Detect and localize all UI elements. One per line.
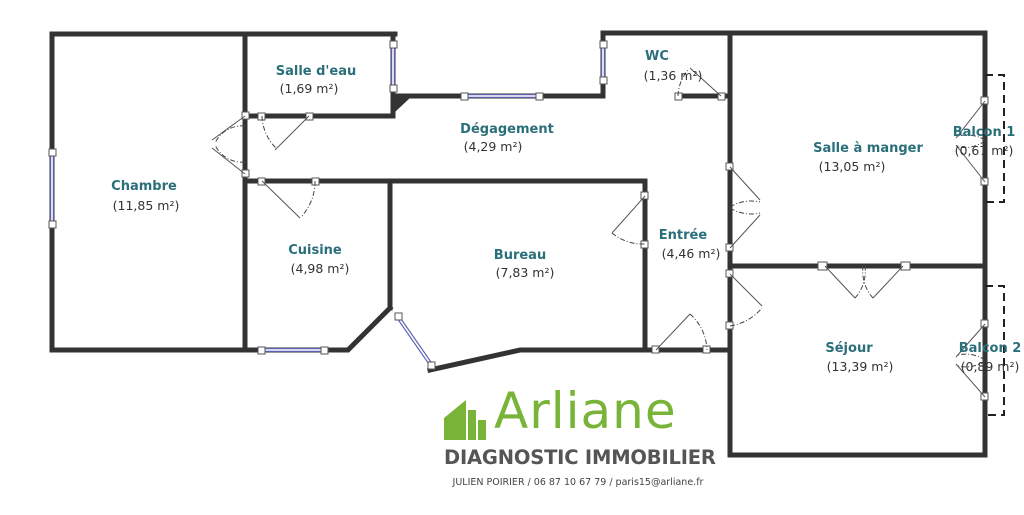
room-area-chambre: (11,85 m²)	[113, 198, 180, 213]
room-name-salle-eau: Salle d'eau	[276, 64, 357, 79]
room-name-salle-manger: Salle à manger	[813, 141, 923, 156]
brand-subtitle: DIAGNOSTIC IMMOBILIER	[444, 446, 716, 469]
brand-name: Arliane	[494, 382, 677, 440]
room-area-sejour: (13,39 m²)	[827, 359, 894, 374]
room-area-bureau: (7,83 m²)	[496, 265, 555, 280]
room-area-degagement: (4,29 m²)	[464, 139, 523, 154]
room-area-salle-manger: (13,05 m²)	[819, 159, 886, 174]
room-area-balcon2: (0,89 m²)	[961, 359, 1020, 374]
room-area-cuisine: (4,98 m²)	[291, 261, 350, 276]
room-name-entree: Entrée	[659, 228, 708, 243]
brand-block: Arliane DIAGNOSTIC IMMOBILIER JULIEN POI…	[442, 382, 716, 496]
room-labels: Chambre (11,85 m²) Salle d'eau (1,69 m²)…	[111, 49, 1021, 374]
room-name-sejour: Séjour	[825, 341, 873, 356]
windows	[48, 40, 608, 370]
room-name-chambre: Chambre	[111, 179, 177, 194]
house-logo-icon	[444, 400, 486, 440]
column-corner	[395, 97, 411, 112]
room-name-balcon1: Balcon 1	[953, 125, 1016, 140]
room-area-balcon1: (0,67 m²)	[955, 143, 1014, 158]
brand-contact: JULIEN POIRIER / 06 87 10 67 79 / paris1…	[452, 477, 704, 488]
room-area-entree: (4,46 m²)	[662, 246, 721, 261]
balconies	[985, 74, 1005, 416]
room-name-balcon2: Balcon 2	[959, 341, 1022, 356]
room-name-degagement: Dégagement	[460, 122, 554, 137]
room-area-wc: (1,36 m²)	[644, 68, 703, 83]
room-name-bureau: Bureau	[494, 248, 546, 263]
room-name-cuisine: Cuisine	[288, 243, 342, 258]
room-area-salle-eau: (1,69 m²)	[280, 81, 339, 96]
doors	[211, 67, 989, 401]
room-name-wc: WC	[645, 49, 669, 64]
